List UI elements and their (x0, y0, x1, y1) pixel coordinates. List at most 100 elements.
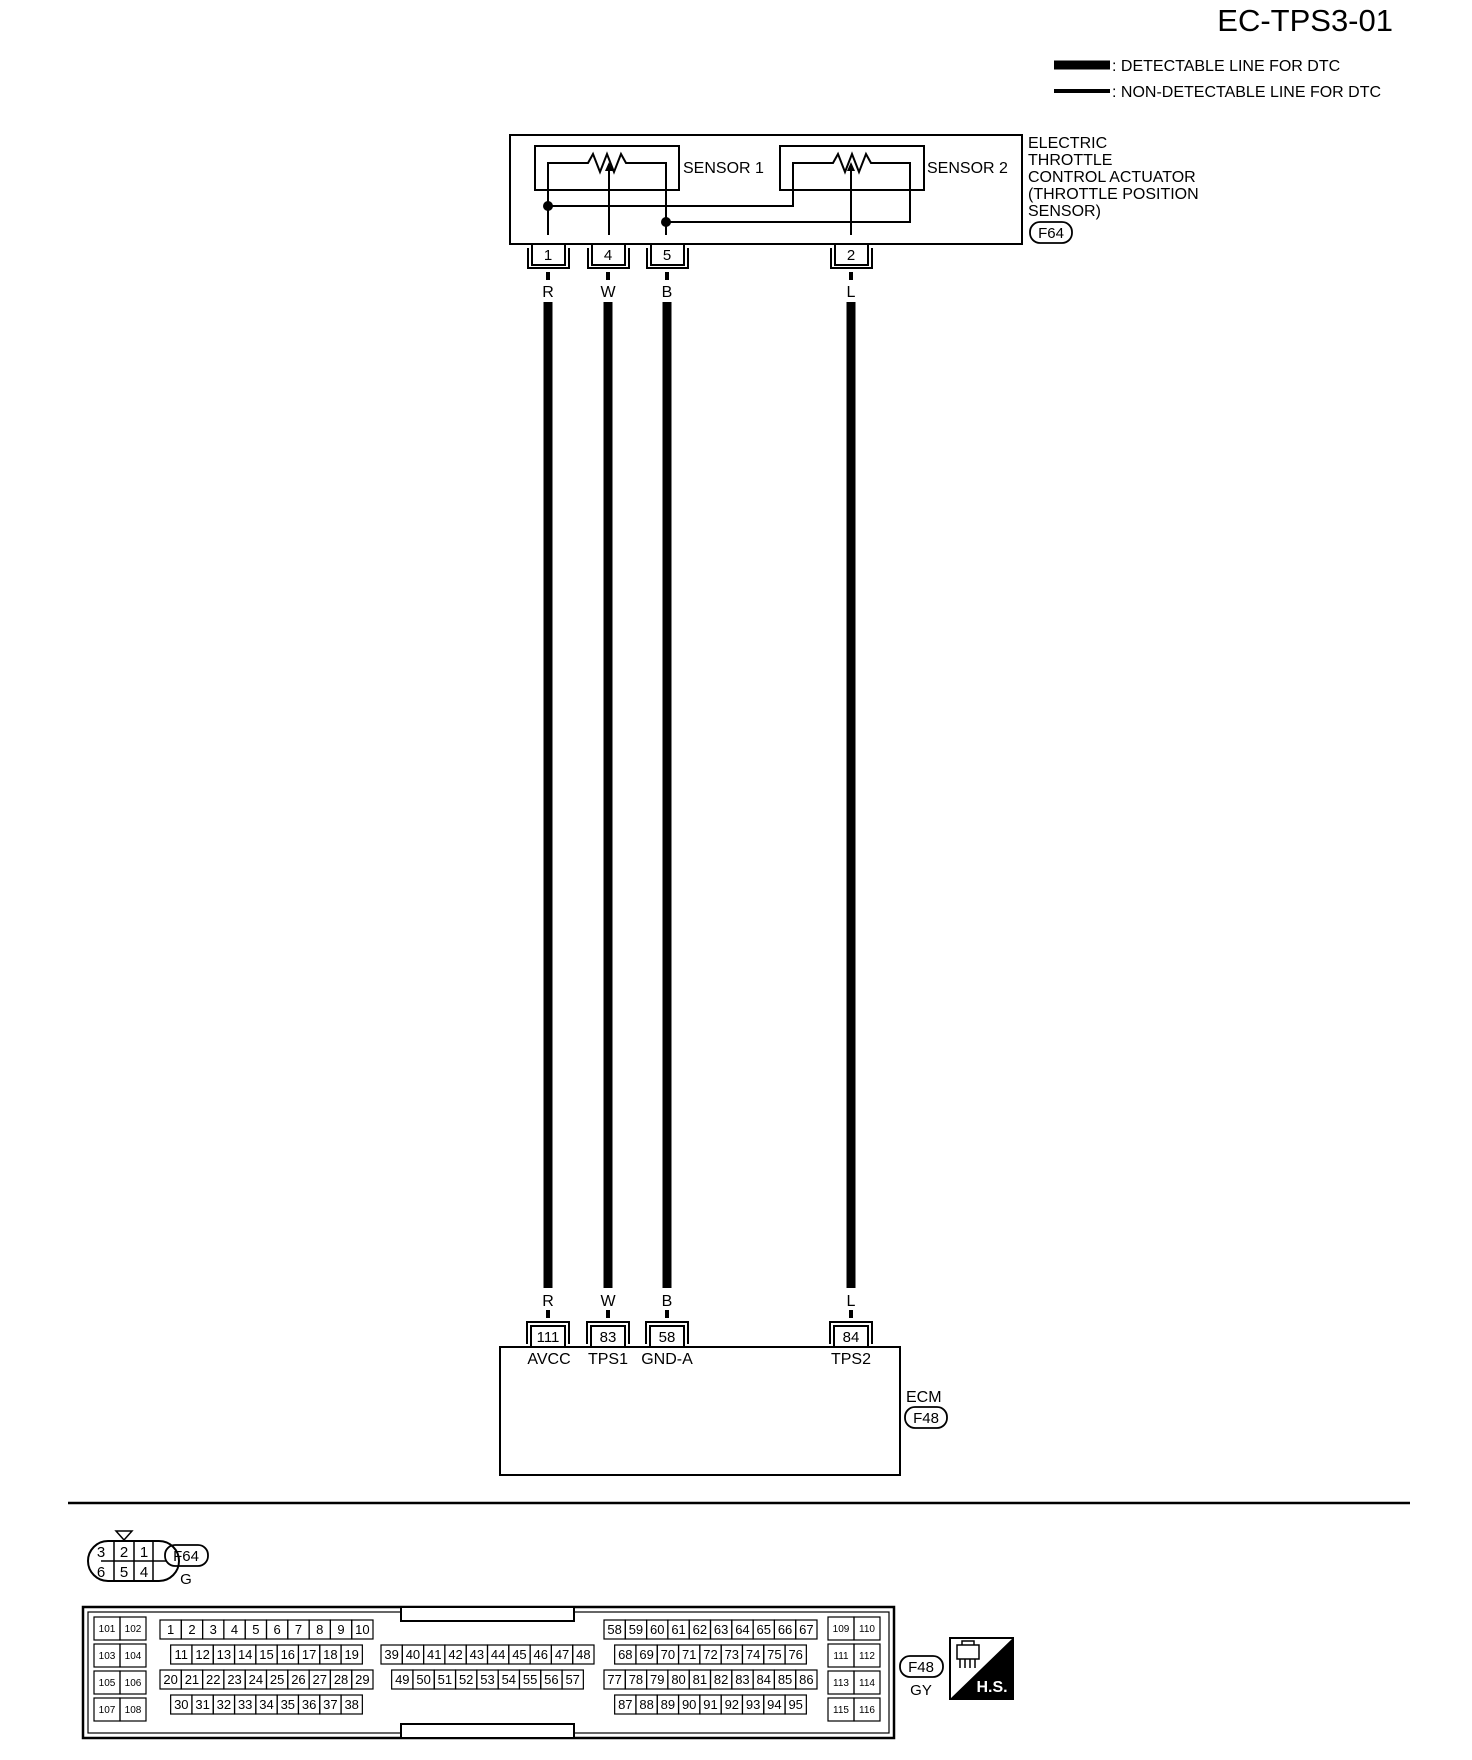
f48-cavity-111: 111 (827, 1643, 855, 1668)
svg-text:6: 6 (97, 1564, 105, 1581)
svg-text:51: 51 (438, 1672, 452, 1687)
f48-cavity-103: 103 (93, 1643, 121, 1668)
f48-cavity-36: 36 (297, 1694, 321, 1715)
svg-text:113: 113 (833, 1678, 849, 1689)
ecm-pin-111: 111 (526, 1321, 570, 1348)
svg-text:66: 66 (778, 1622, 792, 1637)
svg-text:4: 4 (231, 1622, 238, 1637)
f48-cavity-32: 32 (212, 1694, 236, 1715)
f48-cavity-42: 42 (444, 1644, 467, 1665)
svg-text:14: 14 (238, 1647, 252, 1662)
f48-cavity-31: 31 (191, 1694, 214, 1715)
svg-text:26: 26 (291, 1672, 305, 1687)
svg-text:F48: F48 (908, 1659, 934, 1676)
f48-cavity-114: 114 (853, 1670, 881, 1695)
f48-cavity-110: 110 (853, 1616, 881, 1641)
f48-cavity-74: 74 (741, 1644, 765, 1665)
f48-cavity-16: 16 (276, 1644, 300, 1665)
svg-text:31: 31 (195, 1697, 209, 1712)
f48-cavity-11: 11 (170, 1644, 193, 1665)
svg-text:53: 53 (480, 1672, 494, 1687)
svg-text:R: R (542, 1293, 554, 1310)
f48-cavity-93: 93 (741, 1694, 765, 1715)
f48-cavity-55: 55 (518, 1669, 542, 1690)
f48-cavity-40: 40 (401, 1644, 425, 1665)
ecm-terminal-tps2: TPS2 (831, 1351, 871, 1368)
svg-text:7: 7 (295, 1622, 302, 1637)
f48-cavity-2: 2 (180, 1619, 204, 1640)
f48-cavity-102: 102 (119, 1616, 147, 1641)
svg-text:61: 61 (671, 1622, 685, 1637)
svg-text:24: 24 (249, 1672, 263, 1687)
f48-cavity-50: 50 (412, 1669, 435, 1690)
f48-cavity-88: 88 (635, 1694, 658, 1715)
svg-text:L: L (847, 1293, 856, 1310)
connector-plug-icon (956, 1640, 980, 1668)
hs-label: H.S. (976, 1679, 1007, 1696)
svg-text:30: 30 (174, 1697, 188, 1712)
f48-cavity-112: 112 (853, 1643, 881, 1668)
svg-text:69: 69 (639, 1647, 653, 1662)
f48-cavity-33: 33 (233, 1694, 257, 1715)
svg-text:91: 91 (703, 1697, 717, 1712)
actuator-name-line5: SENSOR) (1028, 203, 1101, 220)
f48-cavity-37: 37 (319, 1694, 342, 1715)
svg-text:94: 94 (767, 1697, 781, 1712)
f48-cavity-95: 95 (784, 1694, 807, 1715)
svg-text:9: 9 (337, 1622, 344, 1637)
wire-r: R R (542, 272, 554, 1318)
svg-text:W: W (600, 1293, 616, 1310)
svg-text:110: 110 (859, 1624, 875, 1635)
svg-text:108: 108 (125, 1705, 142, 1716)
svg-text:13: 13 (217, 1647, 231, 1662)
f48-cavity-53: 53 (476, 1669, 499, 1690)
f48-cavity-66: 66 (773, 1619, 797, 1640)
f48-cavity-113: 113 (827, 1670, 855, 1695)
f48-cavity-44: 44 (486, 1644, 510, 1665)
f48-cavity-87: 87 (614, 1694, 637, 1715)
svg-text:34: 34 (259, 1697, 273, 1712)
f48-cavity-45: 45 (508, 1644, 531, 1665)
svg-text:16: 16 (281, 1647, 295, 1662)
actuator-pin-5: 5 (646, 243, 689, 269)
svg-text:75: 75 (767, 1647, 781, 1662)
svg-text:10: 10 (355, 1622, 369, 1637)
f48-cavity-77: 77 (603, 1669, 626, 1690)
svg-text:101: 101 (99, 1624, 116, 1635)
f48-top-key (400, 1606, 575, 1622)
sensor2-wiper-arrow (847, 162, 855, 171)
connector-f64-face: 3 2 1 6 5 4 F64 G (87, 1530, 209, 1588)
f48-cavity-34: 34 (255, 1694, 278, 1715)
svg-text:83: 83 (600, 1329, 617, 1346)
svg-text:93: 93 (746, 1697, 760, 1712)
svg-text:F64: F64 (173, 1548, 199, 1565)
f48-cavity-6: 6 (265, 1619, 289, 1640)
f48-cavity-94: 94 (763, 1694, 786, 1715)
sensor1-wiper-arrow (605, 162, 613, 171)
svg-text:76: 76 (788, 1647, 802, 1662)
f48-color: GY (910, 1682, 932, 1699)
f48-cavity-3: 3 (202, 1619, 225, 1640)
f48-cavity-73: 73 (720, 1644, 744, 1665)
actuator-connector-badge (1029, 221, 1073, 244)
svg-text:114: 114 (859, 1678, 875, 1689)
actuator-name-line1: ELECTRIC (1028, 135, 1107, 152)
f48-connector-badge (899, 1655, 944, 1678)
f48-cavity-75: 75 (763, 1644, 786, 1665)
svg-text:42: 42 (448, 1647, 462, 1662)
page-id: EC-TPS3-01 (1217, 3, 1393, 38)
f48-cavity-20: 20 (159, 1669, 182, 1690)
f48-cavity-64: 64 (731, 1619, 754, 1640)
svg-text:33: 33 (238, 1697, 252, 1712)
svg-text:64: 64 (735, 1622, 749, 1637)
svg-text:32: 32 (217, 1697, 231, 1712)
actuator-pin-4: 4 (587, 243, 630, 269)
svg-text:1: 1 (167, 1622, 174, 1637)
sensor1-resistor (547, 151, 667, 175)
svg-text:21: 21 (185, 1672, 199, 1687)
f48-cavity-19: 19 (340, 1644, 363, 1665)
f48-cavity-43: 43 (465, 1644, 489, 1665)
f48-cavity-89: 89 (656, 1694, 680, 1715)
